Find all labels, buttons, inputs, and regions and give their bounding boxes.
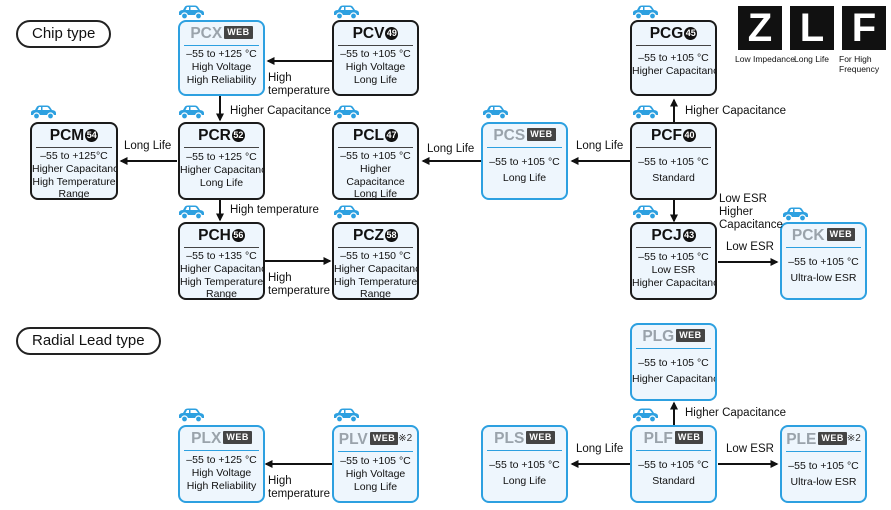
car-icon — [28, 104, 58, 120]
car-icon — [331, 204, 361, 220]
label-pcr-higher-capacitance: Higher Capacitance — [230, 105, 332, 117]
web-badge: WEB — [527, 128, 556, 141]
car-icon — [331, 4, 361, 20]
web-badge: WEB — [818, 432, 847, 445]
page-number-badge: 47 — [385, 129, 398, 142]
web-badge: WEB — [676, 329, 705, 342]
label-pcj-pck: Low ESR — [726, 241, 774, 253]
car-icon — [630, 4, 660, 20]
high-frequency-logo: F — [842, 6, 886, 50]
page-number-badge: 40 — [683, 129, 696, 142]
footnote-mark: ※2 — [846, 433, 861, 444]
label-pcr-pcm: Long Life — [124, 140, 172, 152]
page-number-badge: 54 — [85, 129, 99, 142]
web-badge: WEB — [369, 432, 399, 445]
low-impedance-logo: Z — [738, 6, 782, 50]
car-icon — [780, 206, 810, 222]
car-icon — [331, 104, 361, 120]
label-pcf-pcg: Higher Capacitance — [685, 105, 787, 117]
car-icon — [630, 104, 660, 120]
page-number-badge: 43 — [682, 229, 696, 242]
web-badge: WEB — [526, 431, 555, 444]
label-plf-ple: Low ESR — [726, 443, 774, 455]
web-badge: WEB — [674, 431, 704, 444]
section-radial-lead-type: Radial Lead type — [16, 327, 161, 355]
car-icon — [480, 104, 510, 120]
high-frequency-caption-1: For High — [839, 54, 872, 64]
zlf-legend: Z L F Low Impedance Long Life For High F… — [735, 6, 888, 76]
label-plf-pls: Long Life — [576, 443, 624, 455]
page-number-badge: 52 — [231, 129, 245, 142]
car-icon — [176, 204, 206, 220]
label-plf-plg: Higher Capacitance — [685, 407, 787, 419]
car-icon — [630, 204, 660, 220]
car-icon — [176, 4, 206, 20]
low-impedance-caption: Low Impedance — [735, 54, 796, 64]
long-life-logo: L — [790, 6, 834, 50]
web-badge: WEB — [223, 431, 252, 444]
section-chip-type: Chip type — [16, 20, 112, 48]
label-pcf-pcs: Long Life — [576, 140, 624, 152]
car-icon — [176, 407, 206, 423]
footnote-mark: ※2 — [398, 433, 413, 444]
high-frequency-caption-2: Frequency — [839, 64, 880, 74]
page-number-badge: 56 — [231, 229, 245, 242]
page-number-badge: 49 — [385, 27, 399, 40]
car-icon — [630, 407, 660, 423]
long-life-caption: Long Life — [794, 54, 829, 64]
car-icon — [176, 104, 206, 120]
label-pcs-pcl: Long Life — [427, 143, 475, 155]
page-number-badge: 45 — [684, 27, 698, 40]
label-pcr-pch: High temperature — [230, 204, 319, 216]
web-badge: WEB — [224, 26, 253, 39]
web-badge: WEB — [826, 228, 856, 241]
page-number-badge: 58 — [385, 229, 398, 242]
car-icon — [331, 407, 361, 423]
